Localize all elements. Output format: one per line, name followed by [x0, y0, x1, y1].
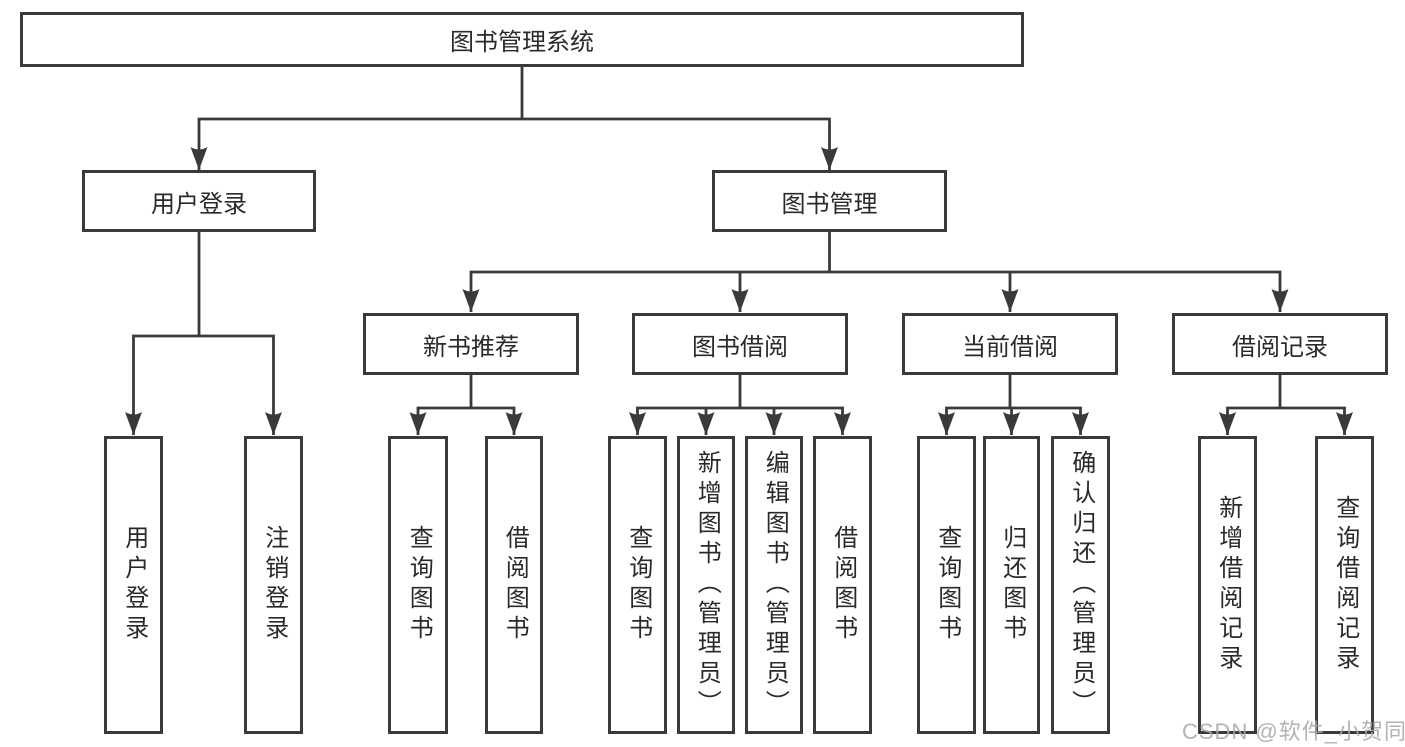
node-book-management-label: 图书管理 [781, 190, 878, 218]
leaf-edit-book-admin-label: 编辑图书（管理员） [761, 450, 789, 720]
node-book-borrowing-label: 图书借阅 [692, 333, 788, 361]
watermark-text: CSDN @软件_小贺同学 [1182, 719, 1405, 744]
leaf-add-borrow-record-label: 新增借阅记录 [1214, 495, 1242, 675]
leaf-logout-label: 注销登录 [260, 525, 288, 645]
leaf-borrow-books-borrowing-label: 借阅图书 [829, 525, 857, 645]
node-current-borrowing: 当前借阅 [902, 313, 1118, 375]
leaf-add-book-admin: 新增图书（管理员） [677, 436, 735, 734]
node-new-book-recommend-label: 新书推荐 [423, 333, 519, 361]
leaf-user-login: 用户登录 [104, 436, 163, 734]
leaf-borrow-books-recommend: 借阅图书 [485, 436, 543, 734]
leaf-add-book-admin-label: 新增图书（管理员） [693, 450, 721, 720]
leaf-borrow-books-recommend-label: 借阅图书 [501, 525, 529, 645]
node-current-borrowing-label: 当前借阅 [962, 333, 1058, 361]
leaf-query-books-current-label: 查询图书 [933, 525, 961, 645]
leaf-query-books-borrowing-label: 查询图书 [624, 525, 652, 645]
node-borrowing-records-label: 借阅记录 [1232, 333, 1328, 361]
node-user-login-label: 用户登录 [151, 190, 247, 218]
leaf-query-books-recommend-label: 查询图书 [405, 525, 433, 645]
node-borrowing-records: 借阅记录 [1172, 313, 1388, 375]
node-book-borrowing: 图书借阅 [632, 313, 848, 375]
node-user-login: 用户登录 [82, 170, 316, 232]
leaf-edit-book-admin: 编辑图书（管理员） [745, 436, 803, 734]
leaf-logout: 注销登录 [244, 436, 303, 734]
leaf-query-books-current: 查询图书 [917, 436, 976, 734]
leaf-query-books-recommend: 查询图书 [388, 436, 448, 734]
leaf-query-borrow-record-label: 查询借阅记录 [1331, 495, 1359, 675]
leaf-return-books: 归还图书 [983, 436, 1040, 734]
node-root: 图书管理系统 [20, 12, 1024, 67]
leaf-return-books-label: 归还图书 [998, 525, 1026, 645]
leaf-confirm-return-admin: 确认归还（管理员） [1051, 436, 1110, 734]
leaf-confirm-return-admin-label: 确认归还（管理员） [1067, 450, 1095, 720]
leaf-user-login-label: 用户登录 [120, 525, 148, 645]
leaf-query-borrow-record: 查询借阅记录 [1315, 436, 1374, 734]
leaf-borrow-books-borrowing: 借阅图书 [813, 436, 872, 734]
node-root-label: 图书管理系统 [450, 29, 594, 56]
node-new-book-recommend: 新书推荐 [363, 313, 579, 375]
leaf-add-borrow-record: 新增借阅记录 [1198, 436, 1257, 734]
node-book-management: 图书管理 [712, 170, 947, 232]
leaf-query-books-borrowing: 查询图书 [608, 436, 667, 734]
